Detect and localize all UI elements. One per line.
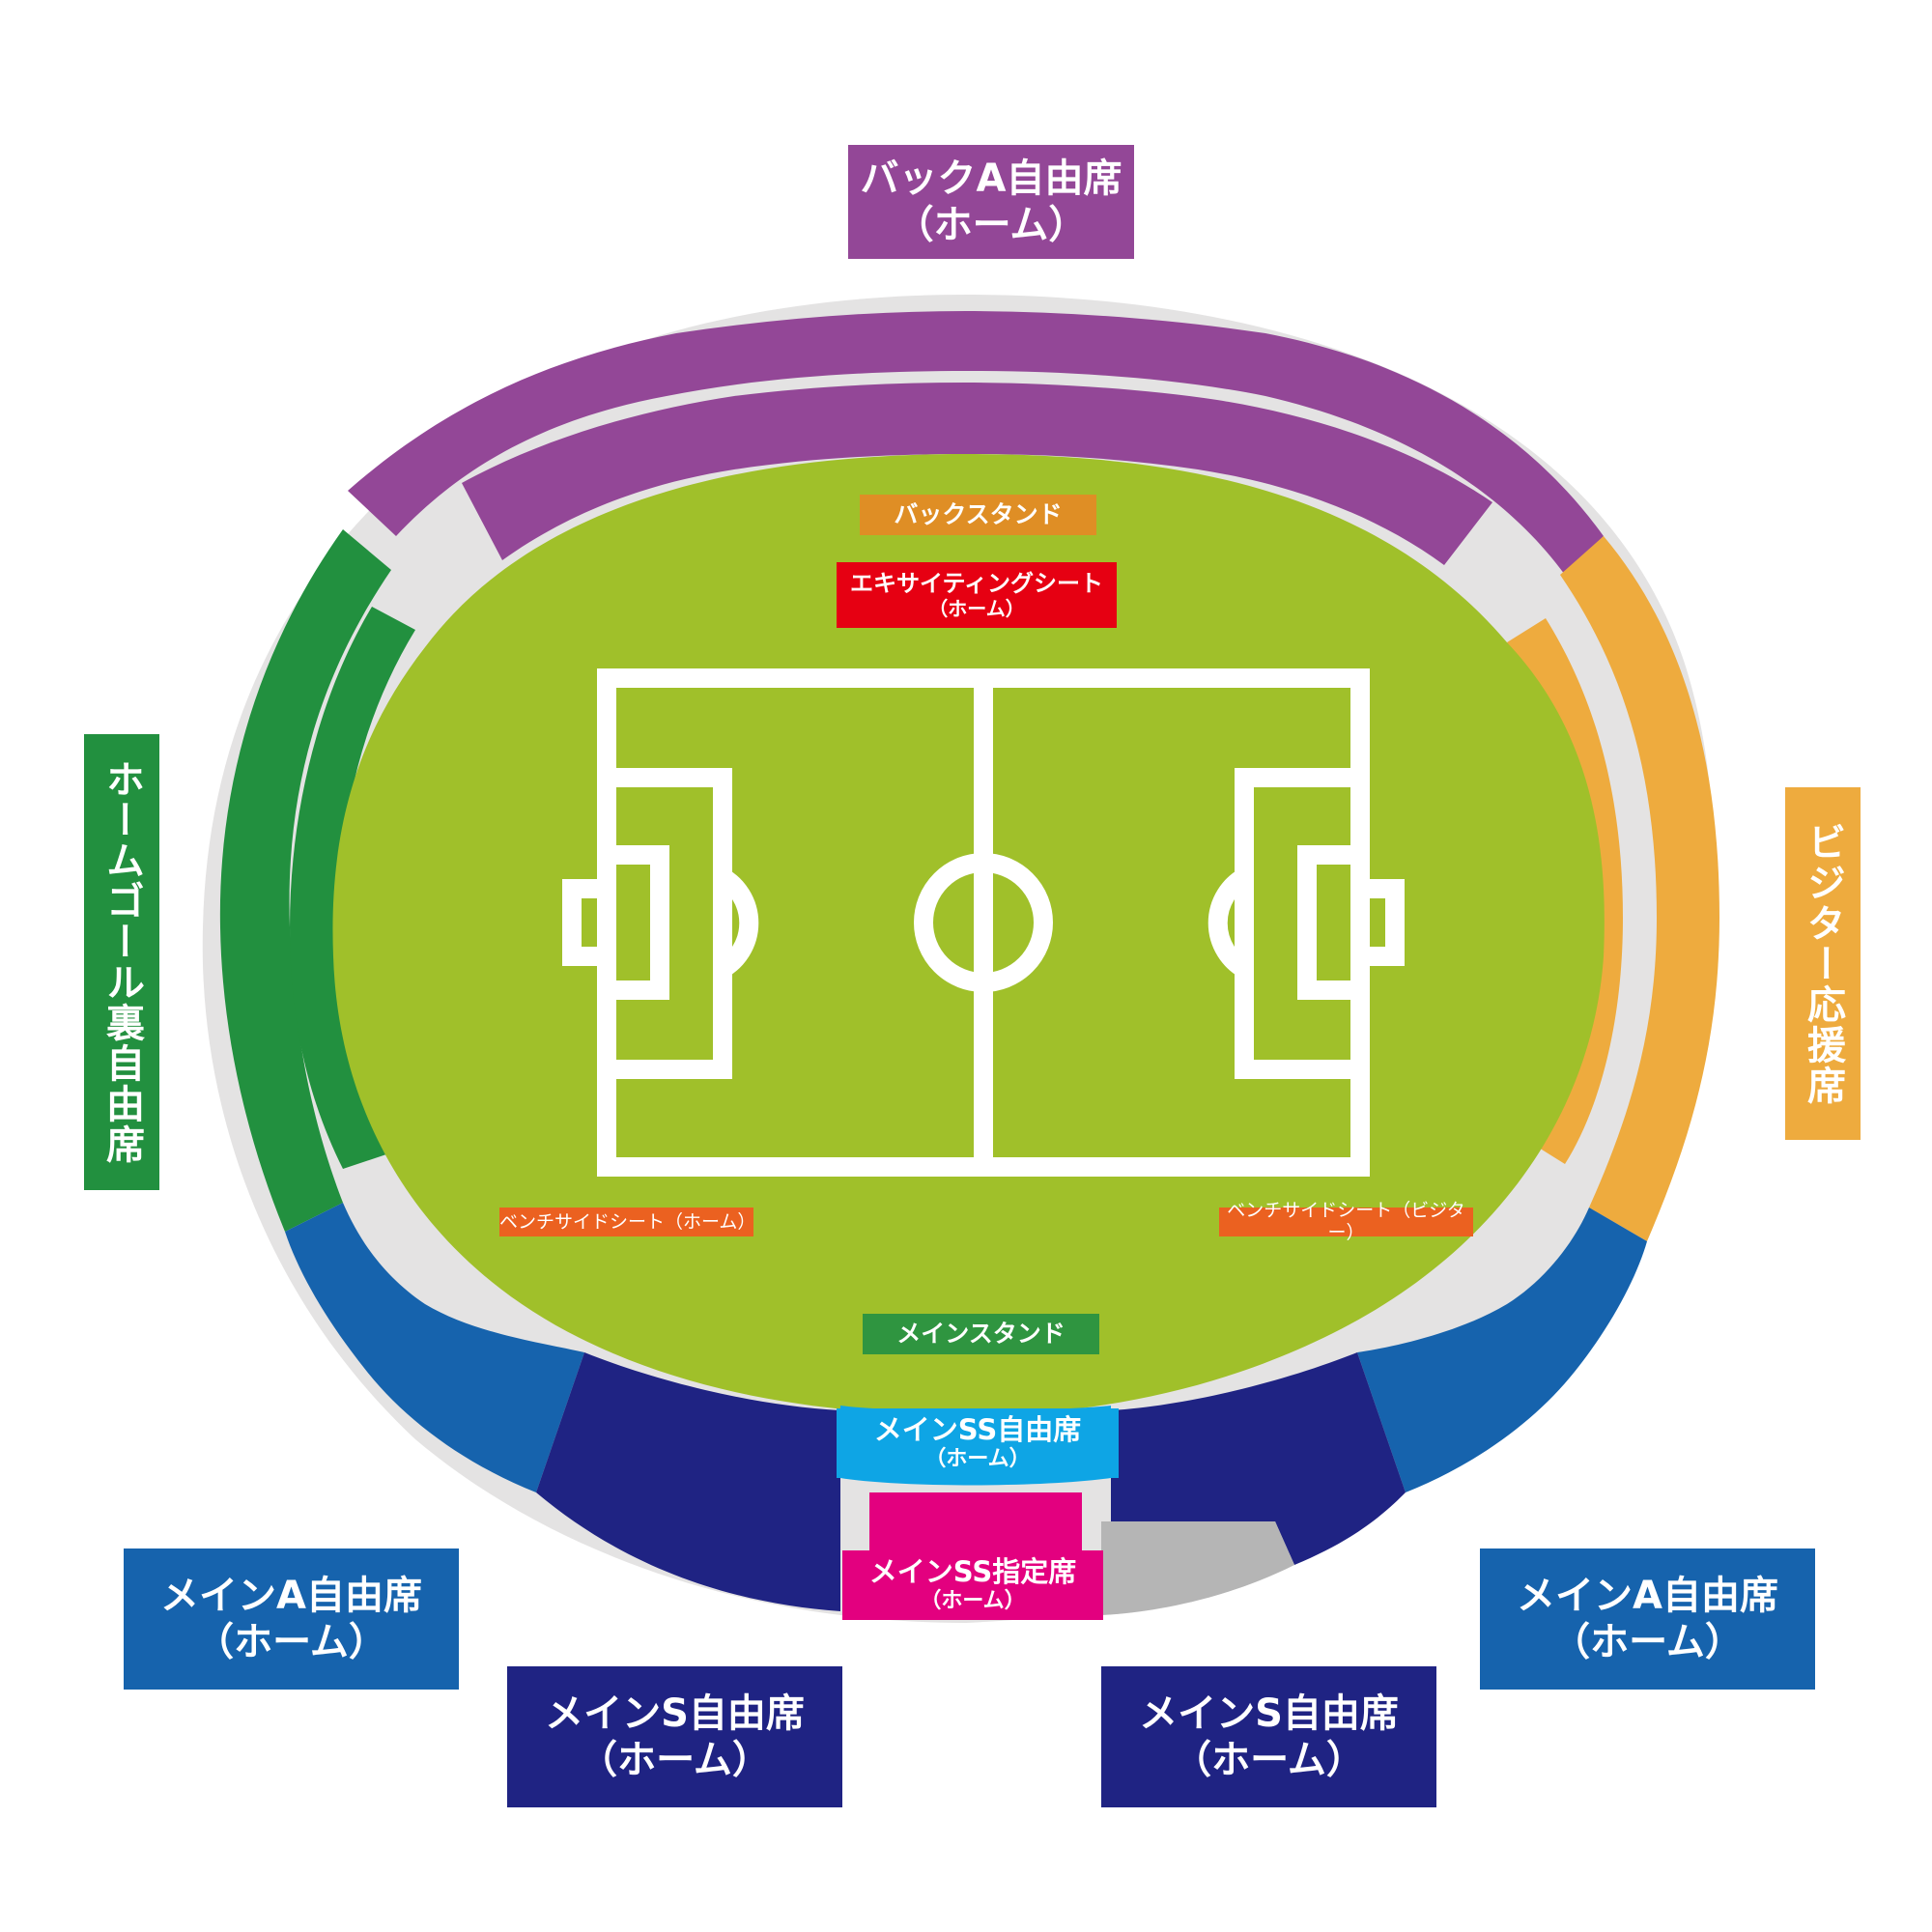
exciting-seat-label[interactable]: エキサイティングシート （ホーム） <box>837 562 1117 628</box>
label-text: ホームゴール裏自由席 <box>99 759 144 1165</box>
label-text: メインスタンド <box>896 1320 1065 1348</box>
bench-side-home-label[interactable]: ベンチサイドシート（ホーム） <box>499 1208 756 1236</box>
label-line2: （ホーム） <box>1551 1620 1744 1664</box>
main-s-right-stand[interactable] <box>1111 1352 1406 1565</box>
main-a-right-stand[interactable] <box>1357 1208 1647 1492</box>
label-line1: エキサイティングシート <box>849 569 1104 597</box>
main-s-free-seat-right-label[interactable]: メインS自由席 （ホーム） <box>1101 1666 1436 1807</box>
label-line1: メインSS指定席 <box>868 1555 1077 1589</box>
home-goal-outer-tier[interactable] <box>219 529 391 1232</box>
label-line1: バックA自由席 <box>860 156 1122 201</box>
home-goal-free-seat-label[interactable]: ホームゴール裏自由席 <box>84 734 159 1190</box>
label-line2: （ホーム） <box>920 1589 1026 1614</box>
back-stand-outer-tier[interactable] <box>348 311 1604 575</box>
back-stand-inner-tier[interactable] <box>462 383 1492 565</box>
label-line2: （ホーム） <box>195 1620 387 1664</box>
main-a-free-seat-right-label[interactable]: メインA自由席 （ホーム） <box>1480 1548 1815 1690</box>
visitor-outer-tier[interactable] <box>1560 536 1719 1241</box>
main-stand-label: メインスタンド <box>863 1314 1099 1354</box>
main-s-left-stand[interactable] <box>536 1352 840 1611</box>
label-line2: （ホーム） <box>924 1447 1031 1472</box>
main-a-free-seat-left-label[interactable]: メインA自由席 （ホーム） <box>124 1548 459 1690</box>
label-line1: メインS自由席 <box>1139 1691 1399 1736</box>
blocked-area <box>1101 1521 1294 1615</box>
label-text: ベンチサイドシート（ビジター） <box>1227 1200 1465 1243</box>
label-line2: （ホーム） <box>928 597 1025 621</box>
main-ss-free-seat-label[interactable]: メインSS自由席 （ホーム） <box>837 1408 1119 1478</box>
label-text: バックスタンド <box>894 500 1063 528</box>
bench-side-visitor-label[interactable]: ベンチサイドシート（ビジター） <box>1219 1200 1473 1243</box>
back-a-free-seat-label[interactable]: バックA自由席 （ホーム） <box>848 145 1134 259</box>
label-text: ビジター応援席 <box>1801 821 1845 1106</box>
label-text: ベンチサイドシート（ホーム） <box>499 1210 756 1233</box>
back-stand-label: バックスタンド <box>860 495 1096 535</box>
label-line1: メインA自由席 <box>160 1574 422 1618</box>
label-line2: （ホーム） <box>579 1738 771 1782</box>
label-line1: メインA自由席 <box>1517 1574 1778 1618</box>
visitor-inner-tier[interactable] <box>1507 618 1623 1164</box>
visitor-cheering-seat-label[interactable]: ビジター応援席 <box>1785 787 1861 1140</box>
label-line1: メインSS自由席 <box>873 1413 1082 1447</box>
main-ss-reserved-stand[interactable] <box>869 1492 1082 1550</box>
main-a-left-stand[interactable] <box>285 1203 584 1492</box>
soccer-pitch-lines <box>562 668 1405 1177</box>
main-s-free-seat-left-label[interactable]: メインS自由席 （ホーム） <box>507 1666 842 1807</box>
main-ss-reserved-seat-label[interactable]: メインSS指定席 （ホーム） <box>842 1550 1103 1620</box>
label-line2: （ホーム） <box>1173 1738 1365 1782</box>
home-goal-inner-tier[interactable] <box>290 607 415 1169</box>
label-line2: （ホーム） <box>895 203 1088 247</box>
label-line1: メインS自由席 <box>545 1691 805 1736</box>
